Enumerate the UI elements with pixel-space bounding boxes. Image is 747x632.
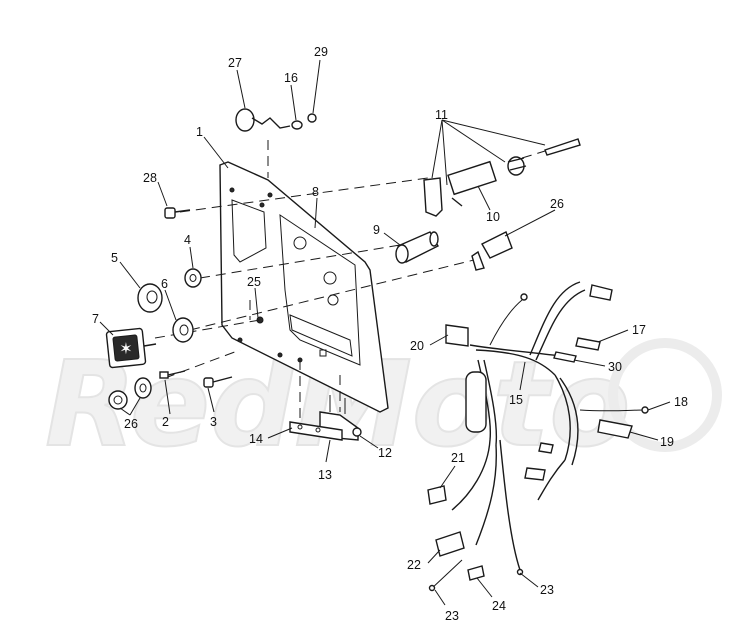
callout-15: 15 (509, 393, 523, 407)
screw-28 (164, 207, 191, 219)
leader-lines (99, 59, 671, 606)
knob-parts (137, 268, 202, 343)
callout-30: 30 (608, 360, 622, 374)
nuts-and-screws (108, 370, 233, 410)
callout-20: 20 (410, 339, 424, 353)
callout-17: 17 (632, 323, 646, 337)
callout-25: 25 (247, 275, 261, 289)
lamp-socket (395, 231, 439, 264)
callout-11: 11 (435, 108, 448, 122)
callout-labels: 1 2 3 4 5 6 7 8 9 10 11 12 13 14 15 16 1… (92, 45, 688, 623)
callout-23-right: 23 (540, 583, 554, 597)
lanyard-clip (235, 108, 317, 132)
callout-13: 13 (318, 468, 332, 482)
callout-27: 27 (228, 56, 242, 70)
callout-26-left: 26 (124, 417, 138, 431)
dash-panel (219, 161, 389, 413)
callout-7: 7 (92, 312, 99, 326)
callout-18: 18 (674, 395, 688, 409)
callout-26-right: 26 (550, 197, 564, 211)
mounting-bracket (289, 395, 362, 441)
callout-12: 12 (378, 446, 392, 460)
callout-16: 16 (284, 71, 298, 85)
assembly-lines (154, 140, 483, 418)
callout-5: 5 (111, 251, 118, 265)
callout-3: 3 (210, 415, 217, 429)
switch-assembly (423, 138, 581, 217)
callout-14: 14 (249, 432, 263, 446)
emblem-plate: ✶ (105, 327, 157, 369)
callout-19: 19 (660, 435, 674, 449)
callout-28: 28 (143, 171, 157, 185)
callout-21: 21 (451, 451, 465, 465)
callout-29: 29 (314, 45, 328, 59)
callout-10: 10 (486, 210, 500, 224)
callout-22: 22 (407, 558, 421, 572)
callout-1: 1 (196, 125, 203, 139)
callout-9: 9 (373, 223, 380, 237)
svg-text:✶: ✶ (119, 339, 132, 358)
callout-6: 6 (161, 277, 168, 291)
wiring-harness (427, 281, 649, 592)
callout-4: 4 (184, 233, 191, 247)
callout-8: 8 (312, 185, 319, 199)
callout-2: 2 (162, 415, 169, 429)
toggle-switch (471, 231, 513, 271)
callout-23-bottom: 23 (445, 609, 459, 623)
callout-24: 24 (492, 599, 506, 613)
